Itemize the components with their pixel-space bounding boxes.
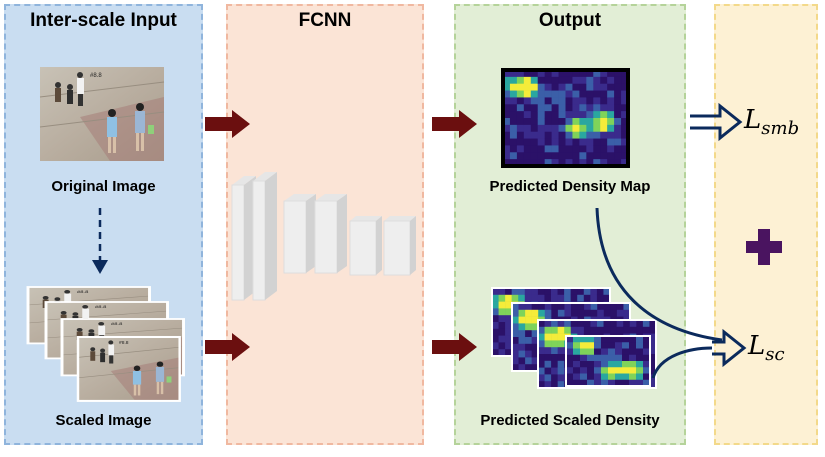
arrow-input-to-fcnn-bottom	[205, 333, 250, 361]
hollow-arrow-smb	[690, 102, 743, 142]
predicted-density-map	[501, 68, 630, 168]
original-image-caption: Original Image	[51, 178, 156, 195]
predicted-scaled-density-stack	[491, 287, 657, 389]
input-title: Inter-scale Input	[30, 10, 177, 31]
loss-smb-subscript: smb	[761, 118, 800, 139]
scaled-image-caption: Scaled Image	[55, 412, 152, 429]
loss-panel	[714, 4, 818, 445]
arrow-input-to-fcnn-top	[205, 110, 250, 138]
original-image	[39, 66, 165, 162]
scale-arrow-head	[92, 260, 108, 274]
scaled-image-stack	[26, 286, 185, 402]
plus-sign	[746, 229, 782, 265]
loss-smb-symbol: L	[744, 105, 762, 135]
output-title: Output	[538, 10, 602, 31]
loss-sc-subscript: sc	[765, 344, 785, 365]
curve-scaled-to-lsc	[651, 346, 713, 379]
arrow-fcnn-to-output-top	[432, 110, 477, 138]
fcnn-title: FCNN	[298, 10, 352, 31]
predicted-density-map-caption: Predicted Density Map	[489, 178, 651, 195]
loss-smb: Lsmb	[744, 105, 799, 139]
predicted-scaled-density-caption: Predicted Scaled Density	[480, 412, 660, 429]
loss-sc: Lsc	[748, 331, 785, 365]
hollow-arrow-sc	[712, 328, 747, 368]
fcnn-blocks	[231, 172, 416, 301]
loss-sc-symbol: L	[748, 331, 766, 361]
curve-map-to-lsc	[595, 207, 723, 342]
arrow-fcnn-to-output-bottom	[432, 333, 477, 361]
